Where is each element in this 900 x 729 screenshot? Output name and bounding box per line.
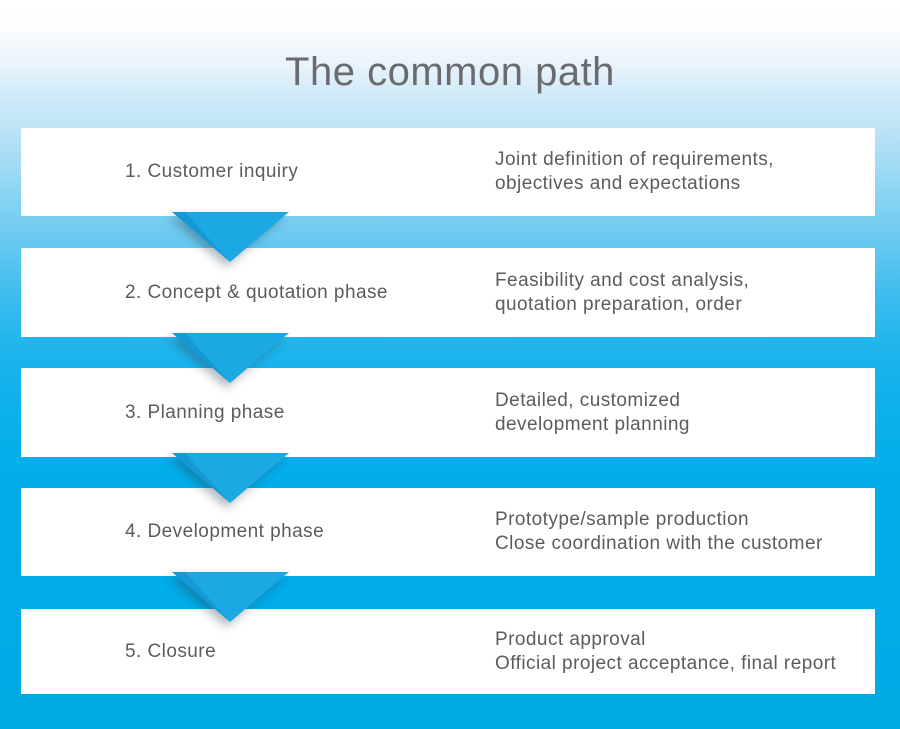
down-arrow-icon xyxy=(172,572,289,622)
step-label: 5. Closure xyxy=(125,640,217,662)
step-description-line1: Joint definition of requirements, xyxy=(495,149,774,170)
down-arrow-icon xyxy=(172,453,289,503)
step-description: Feasibility and cost analysis, quotation… xyxy=(495,269,749,317)
step-label: 4. Development phase xyxy=(125,521,325,542)
step-description-line2: Close coordination with the customer xyxy=(495,533,823,554)
step-description-line1: Product approval xyxy=(495,628,646,650)
page-title: The common path xyxy=(285,50,615,94)
down-arrow-icon xyxy=(172,333,289,383)
step-description-line1: Feasibility and cost analysis, xyxy=(495,269,750,291)
step-description-line2: quotation preparation, order xyxy=(495,293,743,315)
step-description-line1: Prototype/sample production xyxy=(495,509,750,530)
step-label: 1. Customer inquiry xyxy=(125,161,299,182)
step-label: 3. Planning phase xyxy=(125,401,285,423)
step-description: Prototype/sample production Close coordi… xyxy=(495,508,823,556)
step-description-line2: objectives and expectations xyxy=(495,173,741,194)
step-description-line2: development planning xyxy=(495,413,690,435)
step-row-2: 2. Concept & quotation phase Feasibility… xyxy=(21,248,875,337)
down-arrow-icon xyxy=(172,212,289,262)
step-label: 2. Concept & quotation phase xyxy=(125,281,388,303)
step-row-1: 1. Customer inquiry Joint definition of … xyxy=(21,128,875,216)
step-row-4: 4. Development phase Prototype/sample pr… xyxy=(21,488,875,576)
step-row-3: 3. Planning phase Detailed, customized d… xyxy=(21,368,875,457)
step-row-5: 5. Closure Product approval Official pro… xyxy=(21,609,875,694)
step-description: Joint definition of requirements, object… xyxy=(495,148,774,196)
step-description-line1: Detailed, customized xyxy=(495,389,681,411)
step-description: Product approval Official project accept… xyxy=(495,628,836,676)
step-description: Detailed, customized development plannin… xyxy=(495,389,690,437)
step-description-line2: Official project acceptance, final repor… xyxy=(495,652,837,674)
